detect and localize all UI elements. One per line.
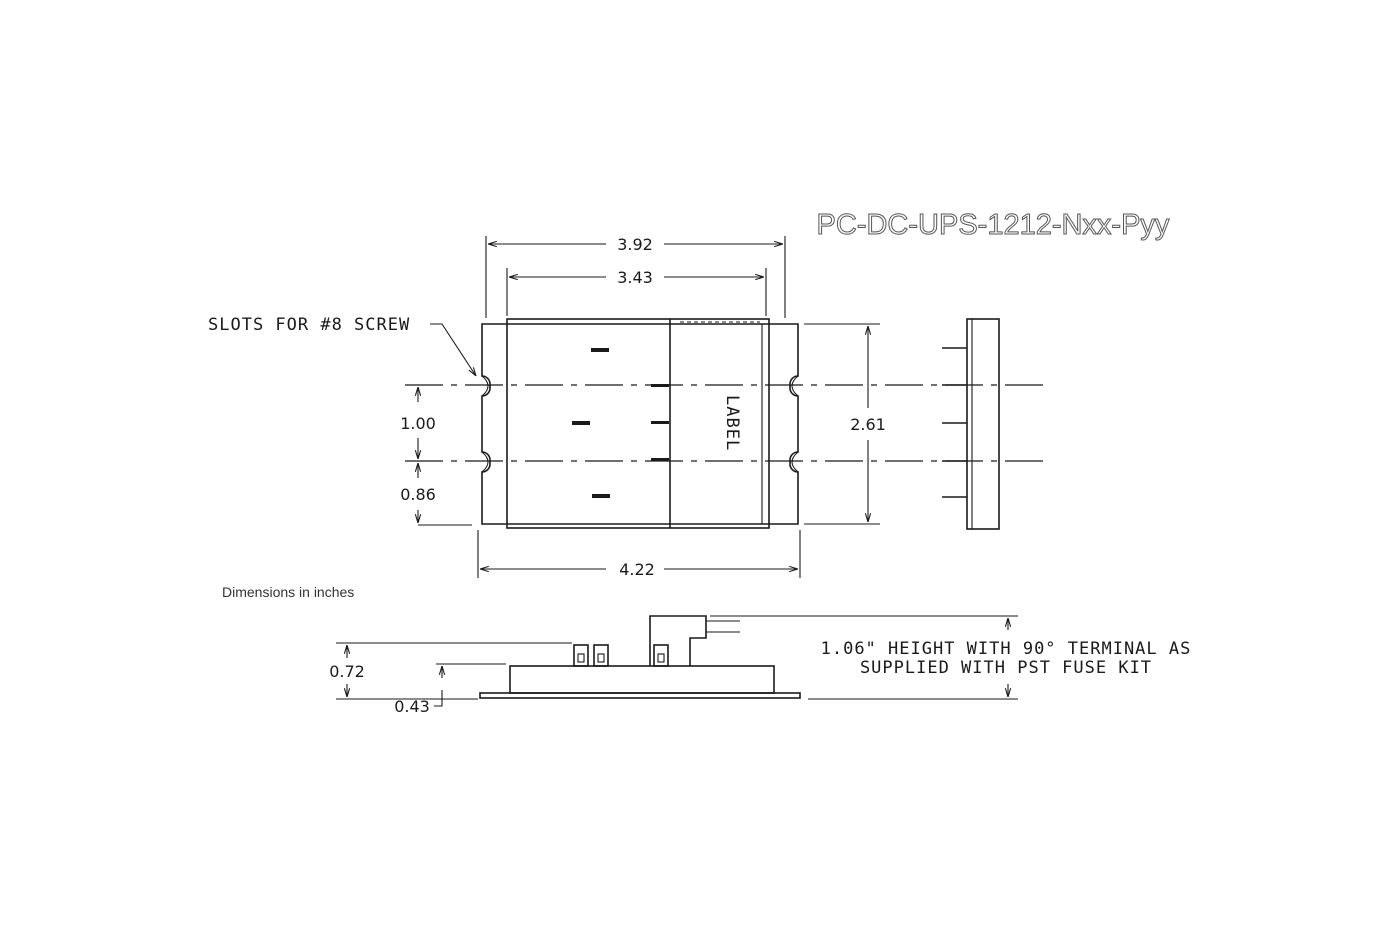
dim-0-72: 0.72 <box>329 662 365 681</box>
terminal-tab <box>591 348 609 352</box>
dim-2-61: 2.61 <box>850 415 886 434</box>
dim-0-43: 0.43 <box>394 697 430 716</box>
units-note: Dimensions in inches <box>222 584 354 600</box>
dim-4-22: 4.22 <box>619 560 655 579</box>
terminal-note-line2: SUPPLIED WITH PST FUSE KIT <box>860 658 1152 678</box>
top-view: LABEL 3.92 3.43 4.22 1.00 <box>208 235 1050 579</box>
dim-3-92: 3.92 <box>617 235 653 254</box>
base-plate-outline <box>481 323 799 525</box>
terminal-note-line1: 1.06" HEIGHT WITH 90° TERMINAL AS <box>821 639 1192 659</box>
slot-callout: SLOTS FOR #8 SCREW <box>208 315 410 335</box>
front-view: 0.72 0.43 1.06" HEIGHT WITH 90° TERMINAL… <box>329 615 1192 716</box>
module-body <box>506 318 770 529</box>
dim-1-00: 1.00 <box>400 414 436 433</box>
terminal-tab <box>572 421 590 425</box>
terminal-tab <box>651 458 669 461</box>
label-text: LABEL <box>722 395 742 451</box>
terminal-tab <box>592 494 610 498</box>
terminal-tab <box>651 421 669 424</box>
dim-0-86: 0.86 <box>400 485 436 504</box>
side-view <box>942 318 1000 530</box>
dim-3-43: 3.43 <box>617 268 653 287</box>
part-number-title: PC-DC-UPS-1212-Nxx-Pyy <box>817 209 1170 241</box>
